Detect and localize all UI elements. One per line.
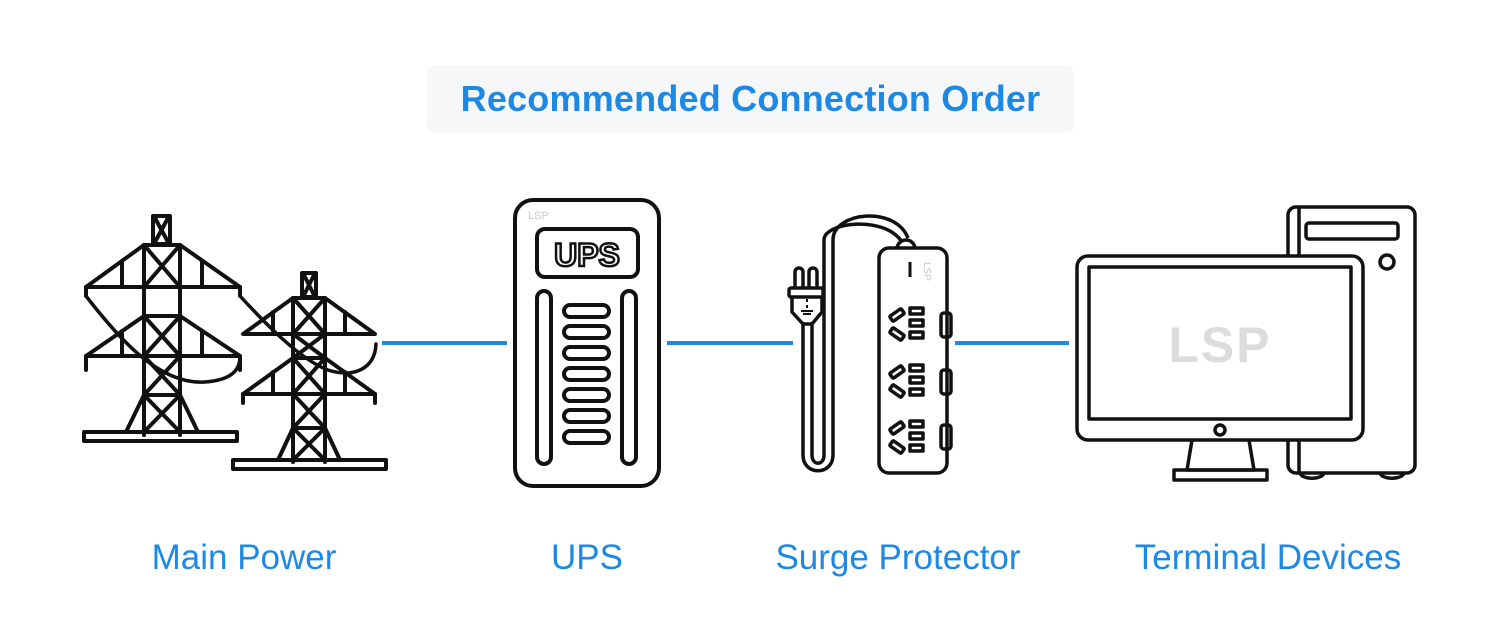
ups-icon: LSP UPS	[512, 198, 662, 490]
surge-brand-text: LSP	[921, 262, 932, 281]
power-transmission-towers-icon	[80, 210, 390, 475]
monitor-brand-watermark: LSP	[1168, 317, 1271, 373]
surge-protector-icon: LSP	[780, 205, 955, 480]
connector-line-2	[667, 341, 793, 345]
connector-line-3	[955, 341, 1069, 345]
step-label-main-power: Main Power	[151, 538, 337, 577]
step-label-surge-protector: Surge Protector	[775, 538, 1021, 577]
connector-line-1	[382, 341, 507, 345]
ups-screen-text: UPS	[554, 237, 620, 273]
step-label-ups: UPS	[551, 538, 623, 577]
diagram-title: Recommended Connection Order	[460, 78, 1041, 119]
step-label-terminal-devices: Terminal Devices	[1134, 538, 1402, 577]
title-banner: Recommended Connection Order	[427, 65, 1074, 133]
desktop-computer-icon: LSP	[1074, 204, 1420, 484]
ups-brand-text: LSP	[528, 210, 549, 222]
